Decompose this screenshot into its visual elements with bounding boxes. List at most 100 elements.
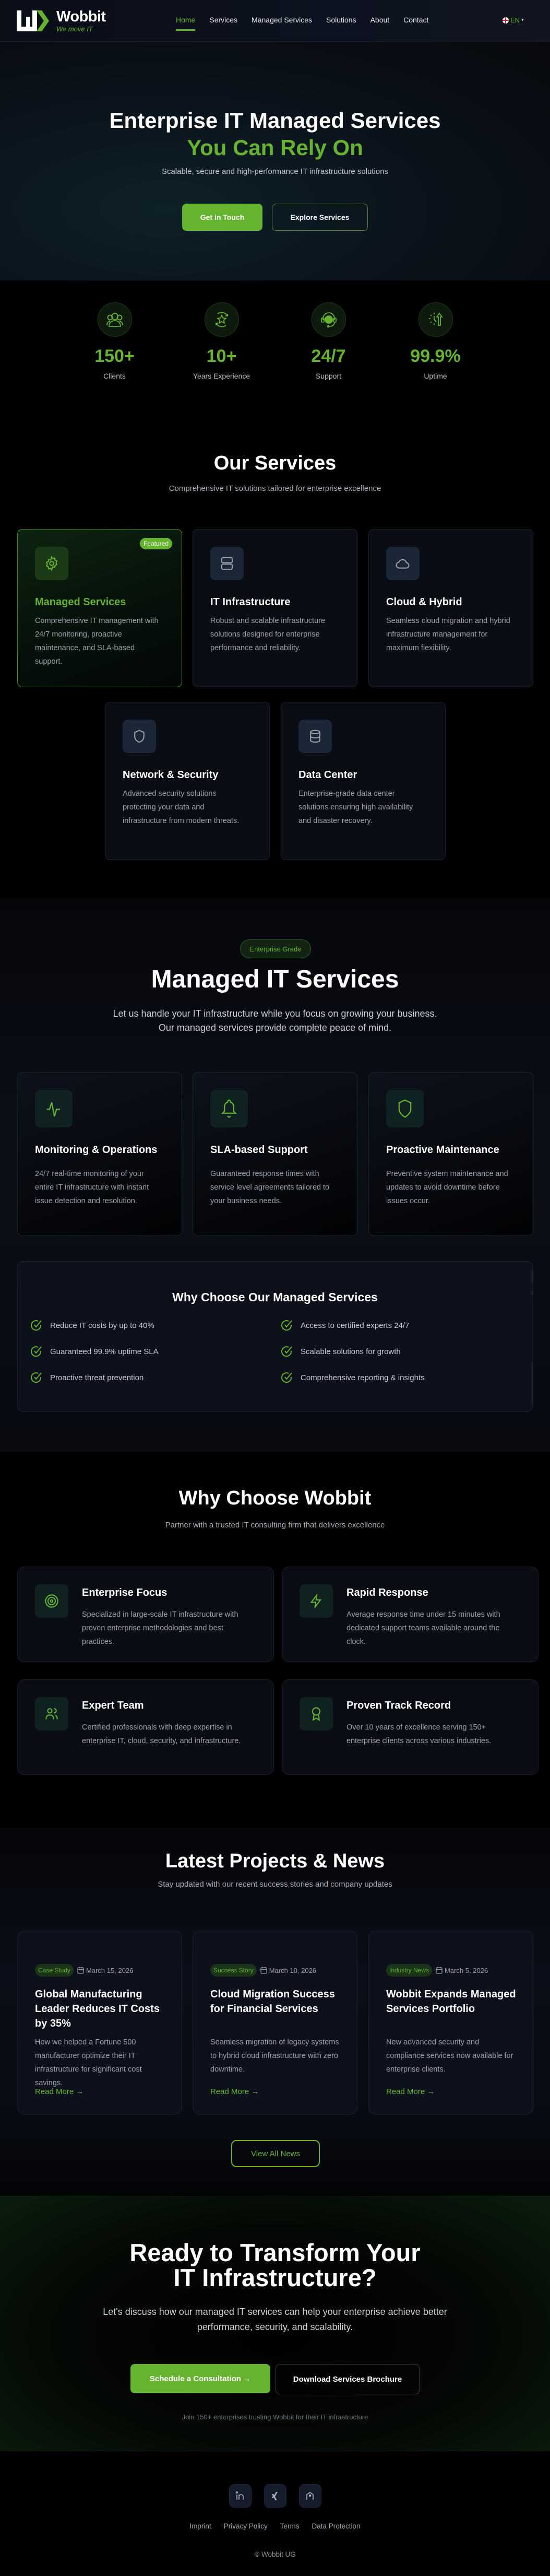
service-card-data-center[interactable]: Data Center Enterprise-grade data center… bbox=[281, 702, 446, 860]
read-more-link[interactable]: Read More → bbox=[210, 2087, 259, 2096]
news-date: March 5, 2026 bbox=[445, 1966, 488, 1974]
headset-icon bbox=[311, 302, 346, 337]
service-card-managed-services[interactable]: Featured Managed Services Comprehensive … bbox=[17, 529, 182, 687]
uk-flag-icon bbox=[503, 17, 509, 23]
why-managed-box: Why Choose Our Managed Services Reduce I… bbox=[17, 1261, 533, 1412]
nav-link-solutions[interactable]: Solutions bbox=[326, 16, 356, 24]
stat-label: Years Experience bbox=[193, 372, 250, 380]
nav-link-services[interactable]: Services bbox=[209, 16, 238, 24]
activity-icon bbox=[35, 1090, 73, 1127]
news-description: New advanced security and compliance ser… bbox=[386, 2038, 513, 2074]
nav-link-managed-services[interactable]: Managed Services bbox=[252, 16, 312, 24]
service-card-it-infrastructure[interactable]: IT Infrastructure Robust and scalable in… bbox=[193, 529, 357, 687]
users-icon bbox=[97, 302, 132, 337]
managed-subtitle: Let us handle your IT infrastructure whi… bbox=[113, 1008, 437, 1033]
news-card[interactable]: Industry News March 5, 2026 Wobbit Expan… bbox=[368, 1931, 533, 2114]
shield-icon bbox=[386, 1090, 424, 1127]
language-code: EN bbox=[510, 16, 520, 24]
read-more-link[interactable]: Read More → bbox=[386, 2087, 435, 2096]
service-title: Data Center bbox=[298, 769, 357, 781]
news-subtitle: Stay updated with our recent success sto… bbox=[158, 1880, 392, 1889]
check-circle-icon bbox=[281, 1346, 292, 1357]
managed-card-description: Preventive system maintenance and update… bbox=[386, 1170, 508, 1205]
benefit-item: Reduce IT costs by up to 40% bbox=[30, 1319, 154, 1332]
get-in-touch-button[interactable]: Get in Touch bbox=[182, 204, 262, 231]
explore-services-button[interactable]: Explore Services bbox=[272, 204, 368, 231]
news-card[interactable]: Success Story March 10, 2026 Cloud Migra… bbox=[193, 1931, 357, 2114]
news-tag: Industry News bbox=[386, 1964, 433, 1977]
benefit-item: Guaranteed 99.9% uptime SLA bbox=[30, 1345, 159, 1358]
news-card[interactable]: Case Study March 15, 2026 Global Manufac… bbox=[17, 1931, 182, 2114]
linkedin-icon[interactable] bbox=[229, 2484, 252, 2508]
language-selector[interactable]: EN ▾ bbox=[503, 16, 524, 24]
why-card-title: Proven Track Record bbox=[346, 1700, 451, 1711]
news-meta: Case Study March 15, 2026 bbox=[35, 1964, 133, 1977]
managed-card-sla-support[interactable]: SLA-based Support Guaranteed response ti… bbox=[193, 1072, 357, 1236]
news-tag: Success Story bbox=[210, 1964, 257, 1977]
news-title: Latest Projects & News bbox=[165, 1850, 385, 1872]
arrow-right-icon: → bbox=[76, 2087, 84, 2096]
award-icon bbox=[300, 1697, 333, 1731]
news-title: Global Manufacturing Leader Reduces IT C… bbox=[35, 1989, 160, 2029]
service-card-cloud-hybrid[interactable]: Cloud & Hybrid Seamless cloud migration … bbox=[368, 529, 533, 687]
footer-links: Imprint Privacy Policy Terms Data Protec… bbox=[0, 2522, 550, 2530]
stat-clients: 150+ Clients bbox=[61, 280, 168, 406]
stat-value: 10+ bbox=[206, 346, 237, 366]
news-meta: Success Story March 10, 2026 bbox=[210, 1964, 316, 1977]
why-managed-title: Why Choose Our Managed Services bbox=[172, 1290, 378, 1304]
shield-badge-icon[interactable] bbox=[298, 2484, 321, 2508]
service-description: Enterprise-grade data center solutions e… bbox=[298, 790, 413, 825]
view-all-news-button[interactable]: View All News bbox=[231, 2140, 320, 2167]
social-links bbox=[0, 2484, 550, 2508]
services-subtitle: Comprehensive IT solutions tailored for … bbox=[169, 484, 381, 493]
check-circle-icon bbox=[31, 1372, 42, 1383]
benefit-item: Scalable solutions for growth bbox=[281, 1345, 401, 1358]
read-more-link[interactable]: Read More → bbox=[35, 2087, 84, 2096]
schedule-consultation-button[interactable]: Schedule a Consultation → bbox=[130, 2364, 270, 2393]
service-description: Comprehensive IT management with 24/7 mo… bbox=[35, 617, 159, 666]
cta-subtitle: Let's discuss how our managed IT service… bbox=[103, 2307, 447, 2332]
nav-link-contact[interactable]: Contact bbox=[403, 16, 429, 24]
service-title: Network & Security bbox=[123, 769, 219, 781]
managed-card-title: Monitoring & Operations bbox=[35, 1144, 158, 1156]
xing-icon[interactable] bbox=[264, 2484, 286, 2508]
cloud-icon bbox=[386, 547, 420, 580]
calendar-icon bbox=[77, 1967, 84, 1974]
footer-link-imprint[interactable]: Imprint bbox=[189, 2522, 211, 2530]
service-card-network-security[interactable]: Network & Security Advanced security sol… bbox=[105, 702, 270, 860]
stat-years: 10+ Years Experience bbox=[168, 280, 275, 406]
download-brochure-button[interactable]: Download Services Brochure bbox=[276, 2364, 420, 2394]
clock-uptime-icon bbox=[418, 302, 453, 337]
footer-link-data-protection[interactable]: Data Protection bbox=[312, 2522, 361, 2530]
cta-note: Join 150+ enterprises trusting Wobbit fo… bbox=[182, 2413, 368, 2421]
logo[interactable]: Wobbit We move IT bbox=[16, 9, 106, 32]
target-icon bbox=[35, 1584, 68, 1618]
chevron-down-icon: ▾ bbox=[521, 17, 524, 22]
service-description: Robust and scalable infrastructure solut… bbox=[210, 617, 326, 652]
wobbit-logo-icon bbox=[17, 10, 49, 31]
service-title: Managed Services bbox=[35, 596, 126, 608]
calendar-icon bbox=[436, 1967, 443, 1974]
managed-card-description: Guaranteed response times with service l… bbox=[210, 1170, 330, 1205]
why-card-description: Over 10 years of excellence serving 150+… bbox=[346, 1723, 492, 1745]
footer-link-terms[interactable]: Terms bbox=[280, 2522, 300, 2530]
services-title: Our Services bbox=[213, 452, 337, 474]
benefit-item: Comprehensive reporting & insights bbox=[281, 1371, 425, 1384]
benefit-item: Access to certified experts 24/7 bbox=[281, 1319, 409, 1332]
service-title: IT Infrastructure bbox=[210, 596, 291, 608]
hero-subtitle: Scalable, secure and high-performance IT… bbox=[161, 167, 389, 176]
footer-link-privacy[interactable]: Privacy Policy bbox=[223, 2522, 268, 2530]
service-description: Seamless cloud migration and hybrid infr… bbox=[386, 617, 510, 652]
arrow-right-icon: → bbox=[427, 2087, 435, 2096]
calendar-icon bbox=[260, 1967, 267, 1974]
managed-card-proactive-maintenance[interactable]: Proactive Maintenance Preventive system … bbox=[368, 1072, 533, 1236]
news-description: How we helped a Fortune 500 manufacturer… bbox=[35, 2038, 142, 2087]
nav-link-about[interactable]: About bbox=[370, 16, 390, 24]
managed-card-monitoring[interactable]: Monitoring & Operations 24/7 real-time m… bbox=[17, 1072, 182, 1236]
team-icon bbox=[35, 1697, 68, 1731]
why-card-description: Average response time under 15 minutes w… bbox=[346, 1610, 500, 1646]
hero-section: Enterprise IT Managed Services You Can R… bbox=[0, 42, 550, 280]
nav-link-home[interactable]: Home bbox=[176, 16, 196, 31]
cta-section: Ready to Transform Your IT Infrastructur… bbox=[0, 2196, 550, 2451]
stat-value: 99.9% bbox=[410, 346, 461, 366]
